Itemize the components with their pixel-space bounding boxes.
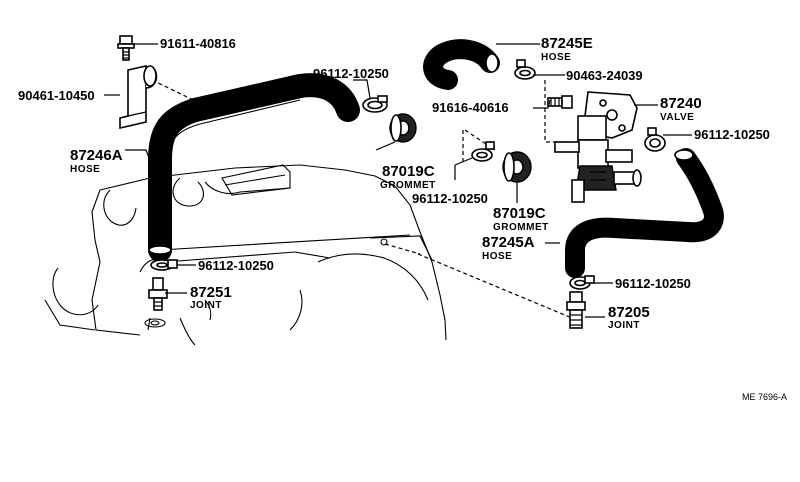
grommet-icon <box>502 151 532 183</box>
valve-bolt-icon <box>547 95 573 109</box>
label-clamp-top: 96112-10250 <box>313 66 389 81</box>
label-valve: 87240 <box>660 95 702 112</box>
bolt-icon <box>117 35 135 61</box>
label-hose-main: 87246A <box>70 147 123 164</box>
label-valve-bolt: 91616-40616 <box>432 100 509 115</box>
label-hose-top-name: HOSE <box>541 52 571 63</box>
reference-code: ME 7696-A <box>742 392 787 402</box>
label-clamp-left-low: 96112-10250 <box>198 258 274 273</box>
clamp-icon <box>150 259 178 271</box>
hose-87246a <box>148 73 360 262</box>
label-bracket: 90461-10450 <box>18 88 95 103</box>
label-clamp-valve: 96112-10250 <box>694 127 770 142</box>
part-labels: 91611-40816 90461-10450 96112-10250 8724… <box>18 35 787 402</box>
label-valve-name: VALVE <box>660 112 694 123</box>
label-grommet-left-name: GROMMET <box>380 180 436 191</box>
grommet-icon <box>389 113 417 143</box>
engine-outline <box>44 164 447 346</box>
clamp-icon <box>471 141 495 162</box>
label-hose-lower-name: HOSE <box>482 251 512 262</box>
valve-icon <box>554 91 642 203</box>
label-clamp-right-low: 96112-10250 <box>615 276 691 291</box>
label-grommet-right-name: GROMMET <box>493 222 549 233</box>
joint-icon <box>148 277 168 311</box>
clamp-icon <box>569 275 595 290</box>
label-clip: 90463-24039 <box>566 68 643 83</box>
bracket-icon <box>119 65 158 130</box>
hose-87245e <box>423 39 500 90</box>
label-grommet-left: 87019C <box>382 163 435 180</box>
hose-87245a <box>565 148 724 278</box>
label-joint-left-name: JOINT <box>190 300 222 311</box>
joint-icon <box>566 291 586 329</box>
label-hose-main-name: HOSE <box>70 164 100 175</box>
label-joint-left: 87251 <box>190 284 232 301</box>
label-bolt: 91611-40816 <box>160 36 236 51</box>
clamp-icon <box>644 127 666 152</box>
clip-icon <box>514 59 536 80</box>
leader-lines <box>104 43 692 318</box>
label-joint-right-name: JOINT <box>608 320 640 331</box>
label-joint-right: 87205 <box>608 304 650 321</box>
clamp-icon <box>362 95 388 113</box>
label-grommet-right: 87019C <box>493 205 546 222</box>
label-hose-top: 87245E <box>541 35 593 52</box>
label-hose-lower: 87245A <box>482 234 535 251</box>
label-clamp-mid: 96112-10250 <box>412 191 488 206</box>
